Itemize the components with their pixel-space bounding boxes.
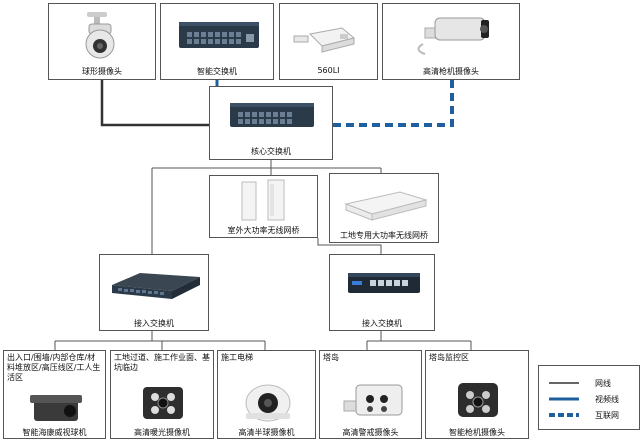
bottom-desc-4: 塔岛监控区 — [429, 353, 469, 362]
network-link-dome — [100, 80, 209, 127]
legend-network-label: 网线 — [595, 379, 611, 388]
dome-camera-label: 球形摄像头 — [82, 67, 122, 76]
access-switch-left-box: 接入交换机 — [99, 254, 209, 331]
core-switch-label: 核心交换机 — [251, 147, 291, 156]
outdoor-bridge-box: 室外大功率无线网桥 — [209, 175, 318, 238]
access-switch-left-label: 接入交换机 — [134, 319, 174, 328]
access-switch-right-box: 接入交换机 — [329, 254, 435, 331]
bottom-label-3: 高清警戒摄像头 — [342, 428, 399, 437]
bridge-to-access-right — [317, 238, 382, 254]
access-switch-icon — [348, 273, 420, 293]
bottom-box-1: 工地过道、施工作业面、基坑临边 高清暖光摄像机 — [110, 350, 214, 439]
bottom-box-3: 塔岛 高清警戒摄像头 — [319, 350, 422, 439]
internet-link-bullet — [333, 80, 454, 127]
bottom-desc-2: 施工电梯 — [221, 353, 253, 362]
bottom-label-2: 高清半球摄像机 — [238, 428, 295, 437]
warm-light-camera-icon — [143, 387, 183, 419]
bottom-box-4: 塔岛监控区 智能枪机摄像头 — [425, 350, 529, 439]
bottom-desc-3: 塔岛 — [323, 353, 339, 362]
bottom-label-1: 高清暖光摄像机 — [134, 428, 190, 437]
site-bridge-label: 工地专用大功率无线网桥 — [340, 231, 428, 240]
outdoor-bridge-icon — [241, 179, 285, 221]
outdoor-bridge-label: 室外大功率无线网桥 — [227, 226, 300, 235]
bottom-desc-0: 出入口/围墙/内部仓库/材料堆放区/高压线区/工人生活区 — [7, 353, 101, 382]
hikvision-dome-icon — [30, 395, 82, 421]
legend-internet-label: 互联网 — [595, 411, 619, 420]
hd-bullet-top-label: 高清枪机摄像头 — [423, 67, 479, 76]
dome-camera-box: 球形摄像头 — [48, 3, 156, 80]
hd-bullet-top-box: 高清枪机摄像头 — [382, 3, 520, 80]
half-dome-camera-icon — [245, 384, 291, 422]
smart-switch-box: 智能交换机 — [160, 3, 274, 80]
bottom-box-2: 施工电梯 高清半球摄像机 — [217, 350, 316, 439]
legend: 网线 视频线 互联网 — [538, 365, 640, 430]
bridge-560-box: 560LI — [279, 3, 378, 80]
bottom-label-0: 智能海康威视球机 — [22, 428, 87, 437]
smart-switch-label: 智能交换机 — [197, 67, 237, 76]
bottom-box-0: 出入口/围墙/内部仓库/材料堆放区/高压线区/工人生活区 智能海康威视球机 — [3, 350, 106, 439]
site-bridge-box: 工地专用大功率无线网桥 — [329, 173, 439, 243]
dome-camera-icon — [85, 12, 115, 59]
wireless-bridge-icon — [293, 27, 356, 53]
core-switch-box: 核心交换机 — [209, 86, 333, 160]
core-switch-icon — [230, 103, 314, 127]
bottom-label-4: 智能枪机摄像头 — [449, 428, 505, 437]
bridge-560-label: 560LI — [317, 66, 340, 75]
bottom-desc-1: 工地过道、施工作业面、基坑临边 — [114, 353, 210, 372]
smart-switch-icon — [179, 22, 259, 48]
bullet-camera-icon — [417, 17, 489, 55]
site-bridge-icon — [344, 191, 428, 221]
alert-camera-icon — [343, 384, 403, 416]
smart-bullet-camera-icon — [458, 383, 498, 417]
legend-video-label: 视频线 — [595, 395, 619, 404]
access-switch-icon — [112, 273, 200, 299]
access-switch-right-label: 接入交换机 — [362, 319, 402, 328]
